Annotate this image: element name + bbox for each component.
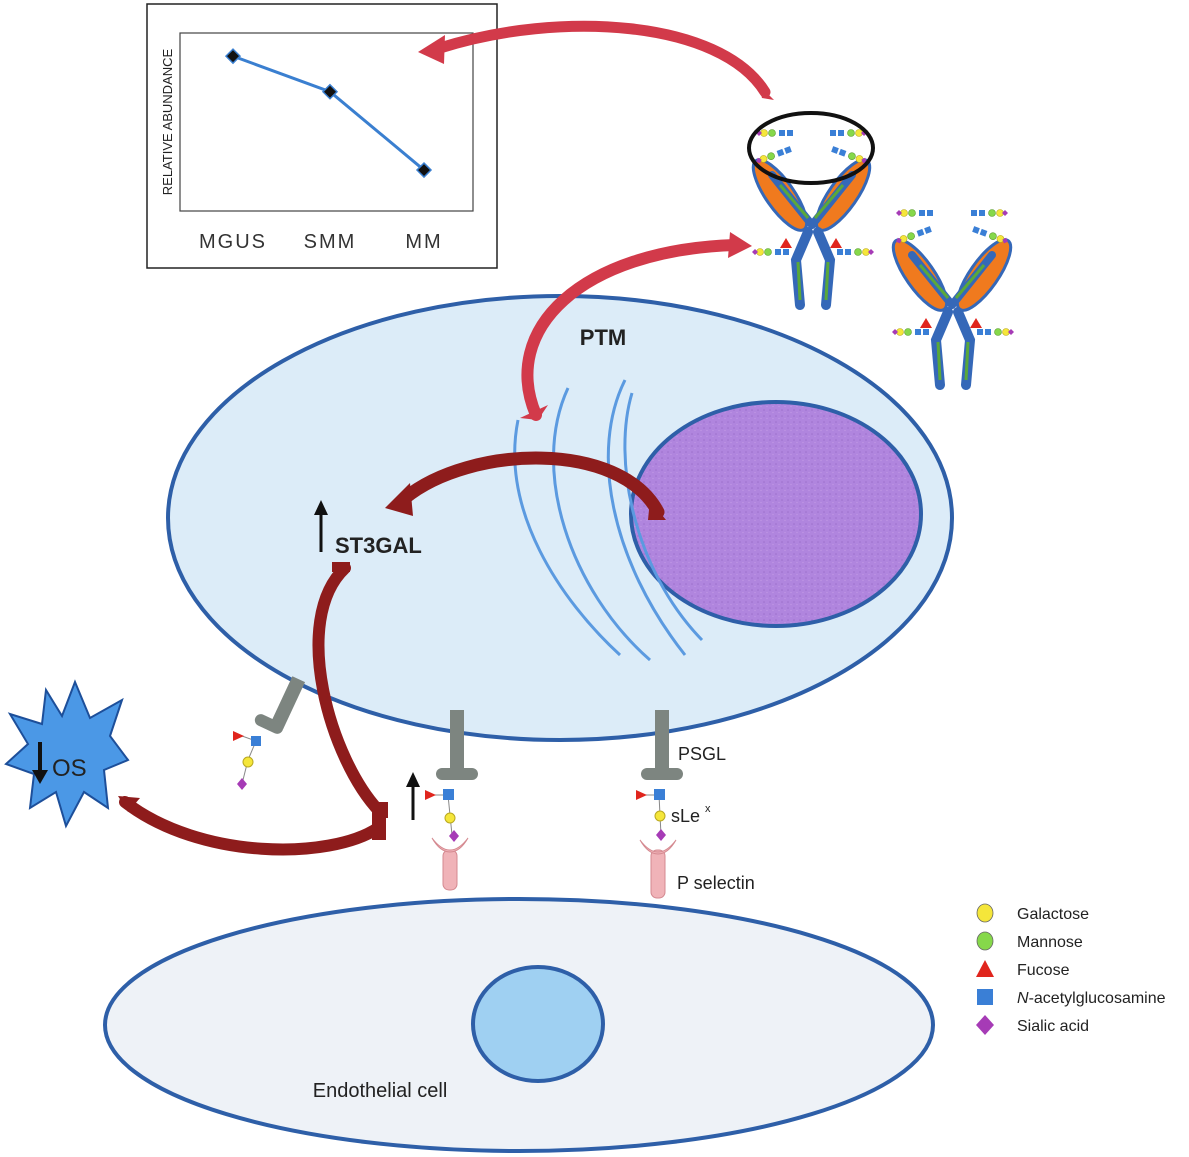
chart-ylabel: RELATIVE ABUNDANCE [160, 48, 175, 195]
endothelial-label: Endothelial cell [313, 1080, 448, 1102]
glycan-free [233, 731, 261, 790]
legend-label: Fucose [1017, 962, 1070, 979]
antibody-lower [891, 209, 1015, 390]
cell-nucleus [629, 400, 923, 628]
chart-points [224, 48, 433, 179]
sugar-legend: GalactoseMannoseFucoseN-acetylglucosamin… [976, 903, 1166, 1035]
p-selectin-right [639, 839, 677, 899]
legend-diamond-marker [976, 1015, 994, 1035]
slex-up-arrow [406, 772, 420, 820]
receptor-middle [436, 710, 478, 780]
endothelial-nucleus [471, 965, 605, 1083]
os-burst: OS [4, 679, 130, 829]
legend-triangle-marker [976, 960, 994, 977]
glycan-middle [425, 789, 459, 842]
chart-xtick-smm: SMM [304, 231, 357, 253]
antibody-upper [747, 111, 875, 310]
slex-superscript: x [705, 803, 711, 815]
chart-feedback-arrow [418, 20, 774, 100]
legend-label: N-acetylglucosamine [1017, 990, 1166, 1007]
chart-xtick-mgus: MGUS [199, 231, 267, 253]
chart-point-mm [415, 161, 433, 179]
ptm-label: PTM [580, 325, 626, 350]
glycan-highlight-ring [747, 111, 875, 185]
legend-circle-marker [976, 903, 994, 923]
ptm-arrow [520, 232, 752, 421]
legend-circle-marker [976, 931, 994, 951]
os-inhibition-arrow [118, 796, 386, 856]
os-label: OS [52, 755, 87, 782]
receptor-tilted [254, 676, 306, 734]
psgl-label: PSGL [678, 744, 726, 764]
st3gal-label: ST3GAL [335, 533, 422, 558]
st3gal-up-arrow [314, 500, 328, 552]
glycan-slex [636, 789, 666, 841]
legend-label: Sialic acid [1017, 1018, 1089, 1035]
legend-label: Mannose [1017, 934, 1083, 951]
chart-point-smm [321, 83, 339, 100]
legend-square-marker [977, 989, 993, 1005]
chart-plot-area [179, 32, 474, 212]
nucleus-to-st3gal-arrow [385, 451, 666, 520]
legend-label: Galactose [1017, 906, 1089, 923]
chart-point-mgus [224, 48, 242, 65]
chart-xtick-mm: MM [405, 231, 442, 253]
p-selectin-middle [431, 837, 469, 891]
chart-x-ticks: MGUS SMM MM [199, 231, 442, 253]
p-selectin-label: P selectin [677, 873, 755, 893]
st3gal-to-slex-arrow [312, 562, 388, 818]
slex-label: sLe [671, 806, 700, 826]
receptor-psgl [641, 710, 683, 780]
